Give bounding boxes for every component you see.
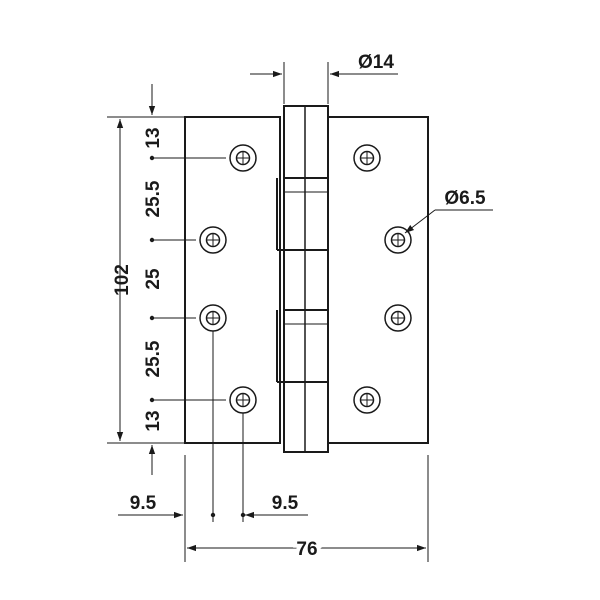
hole-right-2	[384, 226, 412, 254]
hole-right-1	[353, 144, 381, 172]
left-leaf	[184, 116, 281, 444]
pitch-2-label: 25	[143, 268, 164, 290]
screw-holes	[199, 144, 412, 414]
hole-left-2	[199, 226, 227, 254]
hole-diameter-leader	[404, 209, 493, 234]
knuckle-diameter-dimension	[250, 62, 398, 104]
offset-dimensions	[118, 455, 429, 562]
hole-diameter-label: Ø6.5	[444, 188, 486, 209]
hinge-body	[184, 105, 429, 453]
hole-left-4	[229, 386, 257, 414]
offset-right-label: 9.5	[272, 493, 299, 514]
width-label: 76	[296, 539, 317, 560]
hole-left-1	[229, 144, 257, 172]
hole-extension-lines	[152, 157, 244, 522]
pitch-bottom-label: 13	[143, 410, 164, 431]
knuckle-segments	[276, 177, 329, 383]
knuckle-barrel	[283, 105, 329, 453]
knuckle-diameter-label: Ø14	[358, 52, 394, 73]
height-dimension	[107, 116, 185, 444]
pitch-dots	[149, 155, 246, 518]
pitch-top-label: 13	[143, 127, 164, 148]
pitch-3-label: 25.5	[143, 340, 164, 377]
offset-left-label: 9.5	[130, 493, 157, 514]
pitch-1-label: 25.5	[143, 180, 164, 217]
hole-left-3	[199, 304, 227, 332]
hole-right-3	[384, 304, 412, 332]
hole-right-4	[353, 386, 381, 414]
height-label: 102	[112, 264, 133, 296]
